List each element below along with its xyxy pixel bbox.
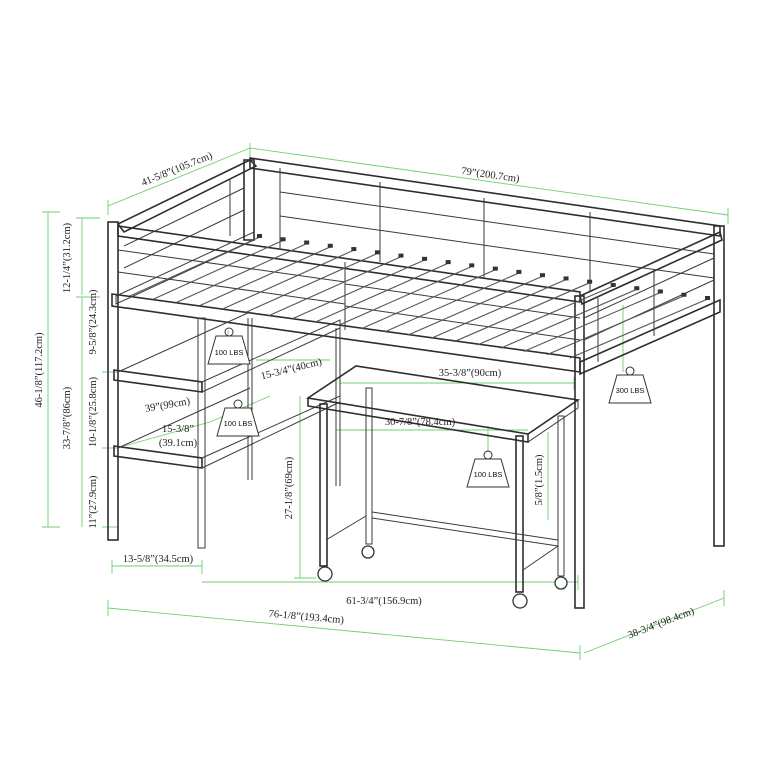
weight-indicator-upper-shelf: 100 LBS xyxy=(207,327,251,365)
weight-indicator-desk: 100 LBS xyxy=(466,450,510,488)
weight-indicator-bed: 300 LBS xyxy=(608,366,652,404)
slat-clip xyxy=(327,243,333,248)
bed-slats xyxy=(129,234,711,359)
slat-clip xyxy=(469,263,475,268)
slat-clip xyxy=(634,286,640,291)
bed-slat xyxy=(222,248,357,310)
slat-clip xyxy=(422,256,428,261)
weight-label-lower-shelf: 100 LBS xyxy=(224,419,253,428)
bed-slat xyxy=(453,281,593,343)
bed-slat xyxy=(199,245,333,307)
dim-desk-height: 27-1/8”(69cm) xyxy=(284,456,295,519)
side-shelves xyxy=(113,311,341,486)
dim-upper-shelf-gap: 9-5/8”(24.3cm) xyxy=(88,289,99,355)
slat-clip xyxy=(516,269,522,274)
dim-platform-height: 33-7/8”(86cm) xyxy=(62,386,73,449)
slat-clip xyxy=(257,234,262,238)
bed-slat xyxy=(315,261,451,323)
slat-clip xyxy=(492,266,498,271)
bed-slat xyxy=(569,297,711,359)
dim-shelf-depth-line1: 15-3/8” xyxy=(162,424,194,435)
dim-shelf-width: 39”(99cm) xyxy=(144,396,191,415)
slat-clip xyxy=(657,289,663,294)
dim-mid-shelf-gap: 10-1/8”(25.8cm) xyxy=(88,376,99,447)
bed-slat xyxy=(129,235,263,297)
bed-slat xyxy=(152,238,286,300)
bed-slat xyxy=(477,284,616,346)
slat-clip xyxy=(705,296,710,300)
bed-slat xyxy=(500,287,640,349)
bed-slat xyxy=(338,264,475,326)
bed-slat xyxy=(268,255,404,317)
dim-overall-length: 76-1/8”(193.4cm) xyxy=(268,609,345,627)
dim-overall-height: 46-1/8”(117.2cm) xyxy=(34,332,45,408)
dim-under-clearance: 61-3/4”(156.9cm) xyxy=(346,596,422,607)
slat-clip xyxy=(445,260,451,265)
weight-label-bed: 300 LBS xyxy=(616,386,645,395)
weight-label-upper-shelf: 100 LBS xyxy=(215,348,244,357)
bed-slat xyxy=(546,294,687,356)
slat-clip xyxy=(398,253,404,258)
bed-slat xyxy=(291,258,428,320)
dimension-labels: 79”(200.7cm) 41-5/8”(105.7cm) 46-1/8”(11… xyxy=(34,150,696,641)
bed-slat xyxy=(245,251,381,313)
dim-desk-rail: 5/8”(1.5cm) xyxy=(534,454,545,506)
bed-slat xyxy=(361,268,499,330)
dim-desk-width: 35-3/8”(90cm) xyxy=(439,368,502,379)
slat-clip xyxy=(304,240,310,245)
bed-slat xyxy=(384,271,522,333)
bed-slat xyxy=(430,277,569,339)
dim-overall-depth: 38-3/4”(98.4cm) xyxy=(626,606,696,642)
bed-slat xyxy=(176,242,310,304)
dim-overall-width: 79”(200.7cm) xyxy=(461,166,521,185)
slat-clip xyxy=(610,282,616,287)
bed-slat xyxy=(407,274,546,336)
slat-clip xyxy=(587,279,593,284)
dim-guardrail-height: 12-1/4”(31.2cm) xyxy=(62,222,73,293)
slat-clip xyxy=(681,292,687,297)
weight-label-desk: 100 LBS xyxy=(474,470,503,479)
dim-desk-inner-width: 30-7/8”(78.4cm) xyxy=(385,417,456,428)
slat-clip xyxy=(539,273,545,278)
slat-clip xyxy=(280,237,286,242)
dim-leg-offset: 13-5/8”(34.5cm) xyxy=(123,554,194,565)
bed-slat xyxy=(523,290,664,352)
slat-clip xyxy=(351,247,357,252)
rolling-desk xyxy=(305,365,581,609)
dim-lower-shelf-height: 11”(27.9cm) xyxy=(88,475,99,528)
slat-clip xyxy=(374,250,380,255)
bed-frame xyxy=(107,157,725,609)
slat-clip xyxy=(563,276,569,281)
weight-indicator-lower-shelf: 100 LBS xyxy=(216,399,260,437)
dim-shelf-depth-line2: (39.1cm) xyxy=(159,438,198,449)
